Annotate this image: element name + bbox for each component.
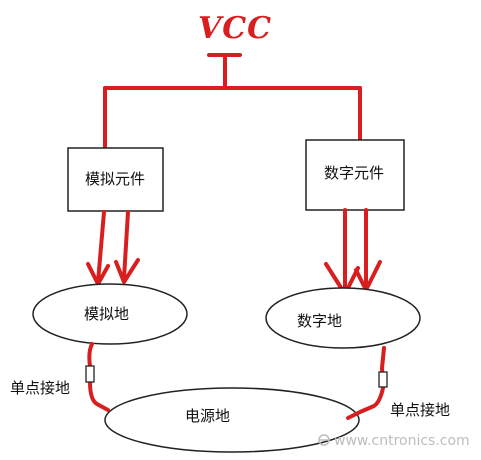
analog-component-box <box>67 147 164 212</box>
single-point-ground-label-left: 单点接地 <box>10 379 71 397</box>
watermark-text: www.cntronics.com <box>334 433 470 449</box>
vcc-label: VCC <box>198 11 273 46</box>
digital-component-label: 数字元件 <box>324 164 385 182</box>
analog-ground-ellipse <box>32 283 188 345</box>
digital-single-point-joint <box>378 371 388 388</box>
single-point-ground-label-right: 单点接地 <box>390 401 451 419</box>
digital-return-wire <box>346 346 386 420</box>
analog-arrow-right <box>122 210 130 280</box>
power-ground-ellipse <box>104 387 360 453</box>
watermark-glyph <box>318 434 330 446</box>
power-ground-label: 电源地 <box>185 407 231 425</box>
analog-arrow-left <box>96 210 106 284</box>
analog-arrow-right-head <box>114 258 140 284</box>
analog-component-label: 模拟元件 <box>85 170 146 188</box>
current-arrows <box>86 208 382 296</box>
analog-ground-label: 模拟地 <box>84 305 130 323</box>
digital-ground-ellipse <box>265 287 421 349</box>
digital-ground-label: 数字地 <box>297 312 343 330</box>
analog-single-point-joint <box>85 365 95 383</box>
digital-component-box <box>305 139 405 211</box>
supply-wires <box>103 53 362 150</box>
